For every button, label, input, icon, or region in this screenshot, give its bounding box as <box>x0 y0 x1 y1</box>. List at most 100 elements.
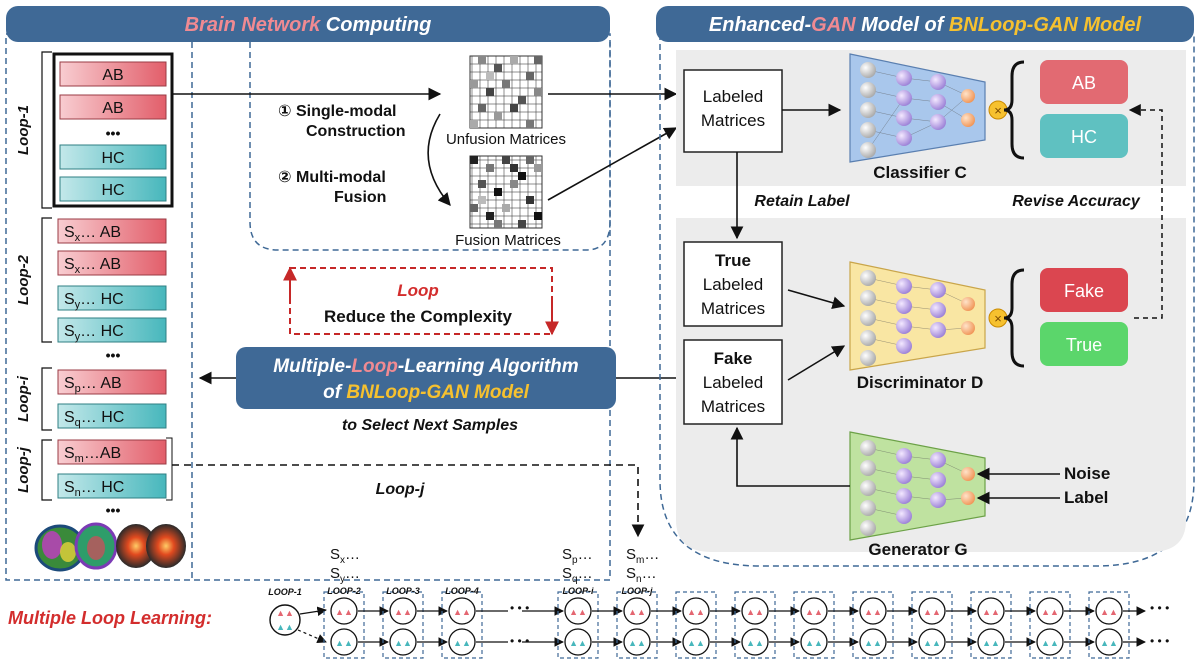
generator-network <box>849 431 986 541</box>
brain-fiber-detail <box>42 531 62 559</box>
timeline-node-top <box>800 597 828 625</box>
node-ab-glyph: ▲▲ <box>923 607 941 617</box>
multiply-icon-glyph: × <box>994 311 1002 326</box>
generator-label: Generator G <box>868 540 967 559</box>
arrow-fake-to-discriminator <box>787 345 846 381</box>
node-ab-glyph: ▲▲ <box>628 607 646 617</box>
node-hc-glyph: ▲▲ <box>805 638 823 648</box>
node-ab-glyph: ▲▲ <box>746 607 764 617</box>
classifier-shape <box>849 53 986 163</box>
true-labeled-line2: Labeled <box>703 275 764 294</box>
timeline-loop-box <box>441 591 483 659</box>
sample-hc <box>59 176 167 202</box>
sample-sq-hc-label: Sq… HC <box>64 409 124 429</box>
timeline-ellipsis: • • • <box>1150 601 1169 615</box>
sample-hc <box>57 403 167 429</box>
fake-labeled-line3: Matrices <box>701 397 765 416</box>
node-hc-glyph: ▲▲ <box>746 638 764 648</box>
timeline-node-top <box>330 597 358 625</box>
timeline-node-top <box>859 597 887 625</box>
timeline: Multiple Loop Learning: Sx… Sy… Sp… Sq… … <box>8 546 1169 659</box>
sample-ab <box>57 439 167 465</box>
sample-hc-label: HC <box>101 182 124 199</box>
timeline-loop-box <box>793 591 835 659</box>
loop-title: Loop <box>397 281 439 300</box>
timeline-node-bottom <box>918 628 946 656</box>
sample-sm-ab-label: Sm…AB <box>64 445 121 465</box>
timeline-s-label: Sq… <box>562 565 593 585</box>
discriminator-label: Discriminator D <box>857 373 984 392</box>
loop1-label: Loop-1 <box>15 105 32 155</box>
timeline-node-bottom <box>859 628 887 656</box>
timeline-node-bottom <box>623 628 651 656</box>
arrow-generator-to-fake <box>730 426 850 487</box>
algorithm-box-bg <box>236 347 616 409</box>
loop1-bracket <box>41 51 52 209</box>
node-hc-glyph: ▲▲ <box>1100 638 1118 648</box>
timeline-node-top <box>564 597 592 625</box>
timeline-loop-box <box>911 591 953 659</box>
loopj-path: Loop-j <box>172 464 645 538</box>
algorithm-box: Multiple-Loop-Learning Algorithm of BNLo… <box>198 347 676 434</box>
timeline-s-label: Sm… <box>626 546 659 566</box>
timeline-node-bottom <box>389 628 417 656</box>
timeline-node-top <box>1095 597 1123 625</box>
sample-hc <box>57 285 167 311</box>
brain-fmri-image <box>146 524 186 568</box>
timeline-node-top <box>623 597 651 625</box>
labeled-matrices-box <box>683 69 783 153</box>
timeline-node-top <box>389 597 417 625</box>
noise-label: Noise <box>1064 464 1110 483</box>
timeline-node-label: LOOP-2 <box>327 586 361 596</box>
generator-shape <box>849 431 986 541</box>
timeline-loop-box <box>675 591 717 659</box>
timeline-node-bottom <box>448 628 476 656</box>
timeline-ellipsis: • • • <box>1150 634 1169 648</box>
timeline-node-bottom <box>682 628 710 656</box>
node-ab-glyph: ▲▲ <box>1100 607 1118 617</box>
timeline-ellipsis: • • • <box>510 601 529 615</box>
step2-label: ② Multi-modal <box>278 169 386 186</box>
timeline-loop-box <box>557 591 599 659</box>
timeline-node-top <box>1036 597 1064 625</box>
gan-title: Enhanced-GAN Model of BNLoop-GAN Model <box>709 14 1142 36</box>
loopj-dashed-arrow <box>172 464 645 538</box>
sample-sx-ab-label: Sx… AB <box>64 224 121 244</box>
loop-labels: Loop-1 Loop-2 Loop-i Loop-j <box>15 51 52 501</box>
sample-sp-ab-label: Sp… AB <box>64 375 122 395</box>
algorithm-caption: to Select Next Samples <box>342 417 518 434</box>
timeline-s-label: Sy… <box>330 565 360 585</box>
brain-network-title: Brain Network Computing <box>185 14 432 36</box>
gan-header <box>656 6 1194 42</box>
sample-ab-label: AB <box>102 67 123 84</box>
timeline-arrow <box>299 606 327 617</box>
timeline-node-top <box>977 597 1005 625</box>
loopj-right-bracket <box>166 437 173 501</box>
construction-region <box>249 42 611 251</box>
timeline-node-bottom <box>800 628 828 656</box>
node-ab-glyph: ▲▲ <box>687 607 705 617</box>
node-hc-glyph: ▲▲ <box>276 622 294 632</box>
loopi-bracket <box>41 367 52 431</box>
node-ab-glyph: ▲▲ <box>864 607 882 617</box>
loop-subtitle: Reduce the Complexity <box>324 307 513 326</box>
node-hc-glyph: ▲▲ <box>335 638 353 648</box>
enhanced-gan-panel: Enhanced-GAN Model of BNLoop-GAN Model L… <box>656 6 1195 567</box>
unfusion-matrix-grid <box>469 55 543 129</box>
timeline-columns: ▲▲▲▲▲▲▲▲▲▲▲▲▲▲▲▲▲▲▲▲▲▲▲▲▲▲▲▲▲▲▲▲▲▲▲▲▲▲▲▲… <box>323 591 1146 659</box>
node-hc-glyph: ▲▲ <box>1041 638 1059 648</box>
timeline-loop-box <box>852 591 894 659</box>
sample-ab <box>57 250 167 276</box>
sample-sn-hc-label: Sn… HC <box>64 479 124 499</box>
output-true <box>1040 322 1128 366</box>
node-ab-glyph: ▲▲ <box>394 607 412 617</box>
sample-hc-label: HC <box>101 150 124 167</box>
arrow-fusion-to-labeled <box>547 127 678 201</box>
timeline-node-loop1 <box>269 604 301 636</box>
sample-hc <box>59 144 167 170</box>
brain-network-panel: Brain Network Computing <box>5 6 611 581</box>
fusion-matrix-grid <box>469 155 543 229</box>
brain-fiber-detail <box>87 536 105 560</box>
node-hc-glyph: ▲▲ <box>569 638 587 648</box>
